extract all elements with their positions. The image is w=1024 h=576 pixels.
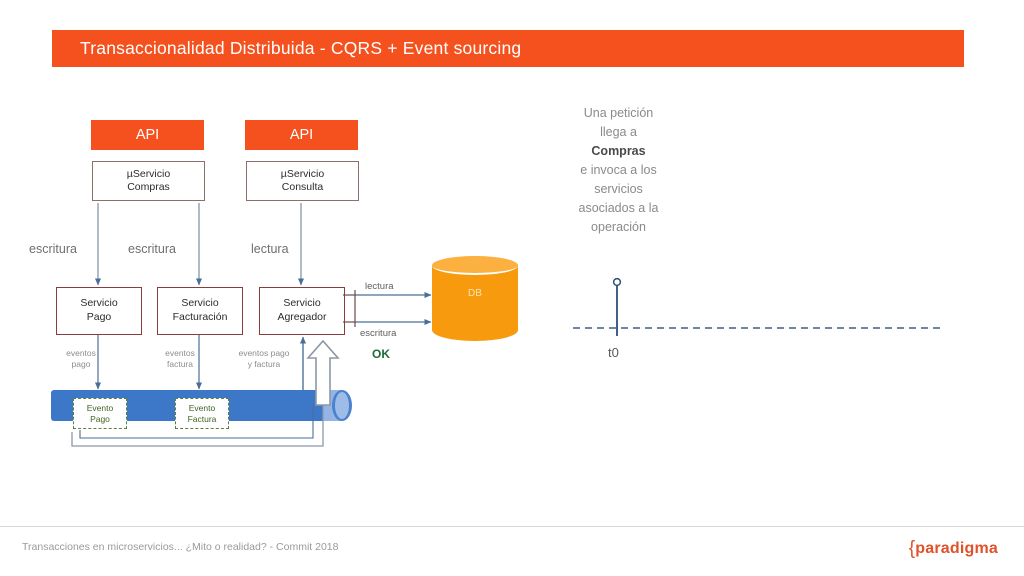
event-label-factura: eventos factura (152, 348, 208, 370)
paradigma-logo: {paradigma (909, 538, 998, 560)
event-label-line2: pago (71, 359, 91, 370)
api-label: API (135, 127, 160, 143)
explanation-line5: asociados a la (578, 201, 659, 215)
service-label-line2: Facturación (172, 311, 228, 323)
microservice-label-line1: µServicio (280, 167, 325, 180)
explanation-line1: Una petición (583, 106, 654, 120)
bus-event-line1: Evento (188, 402, 216, 413)
microservice-label-line2: Consulta (281, 181, 324, 193)
bus-event-line1: Evento (86, 402, 114, 413)
page-title: Transaccionalidad Distribuida - CQRS + E… (80, 38, 522, 58)
api-box-consulta: API (245, 120, 358, 150)
service-label-line1: Servicio (283, 297, 321, 310)
flow-label-lectura-right: lectura (251, 242, 289, 256)
explanation-bold-term: Compras (591, 144, 646, 158)
service-box-facturacion: Servicio Facturación (157, 287, 243, 335)
status-badge-ok: OK (372, 347, 390, 361)
flow-label-escritura-mid: escritura (128, 242, 176, 256)
database-top-ellipse (432, 256, 518, 275)
event-label-line2: factura (167, 359, 193, 370)
event-label-line1: eventos pago (238, 348, 290, 358)
explanation-line3: e invoca a los (580, 163, 657, 177)
database-label: DB (468, 288, 482, 299)
logo-brace-icon: { (908, 538, 916, 559)
explanation-line2: llega a (600, 125, 637, 139)
timeline-marker-label: t0 (608, 345, 619, 360)
explanation-line6: operación (591, 220, 646, 234)
service-label-line1: Servicio (181, 297, 219, 310)
event-bus-cap-inner (335, 392, 349, 419)
logo-wordmark: paradigma (915, 540, 998, 557)
bus-event-line2: Pago (90, 413, 110, 424)
database-cylinder: DB (432, 256, 518, 350)
microservice-label-line2: Compras (127, 181, 170, 193)
microservice-label-line1: µServicio (126, 167, 171, 180)
microservice-box-compras: µServicio Compras (92, 161, 205, 201)
api-box-compras: API (91, 120, 204, 150)
bus-event-factura: Evento Factura (175, 398, 229, 429)
db-write-label: escritura (360, 328, 397, 339)
service-label-line2: Agregador (277, 311, 327, 323)
explanation-text: Una petición llega a Compras e invoca a … (553, 104, 684, 237)
service-box-pago: Servicio Pago (56, 287, 142, 335)
database-body (432, 265, 518, 341)
explanation-line4: servicios (594, 182, 643, 196)
timeline-marker-dot (612, 277, 622, 287)
event-label-line1: eventos (66, 348, 96, 358)
flow-label-escritura-left: escritura (29, 242, 77, 256)
api-label: API (289, 127, 314, 143)
bus-event-pago: Evento Pago (73, 398, 127, 429)
service-label-line2: Pago (86, 311, 112, 323)
event-label-line1: eventos (165, 348, 195, 358)
slide-title-bar: Transaccionalidad Distribuida - CQRS + E… (52, 30, 964, 67)
service-label-line1: Servicio (80, 297, 118, 310)
service-box-agregador: Servicio Agregador (259, 287, 345, 335)
event-label-pago-y-factura: eventos pago y factura (225, 348, 303, 370)
footer-caption: Transacciones en microservicios... ¿Mito… (22, 541, 339, 553)
bus-event-line2: Factura (187, 413, 217, 424)
footer-divider (0, 526, 1024, 527)
microservice-box-consulta: µServicio Consulta (246, 161, 359, 201)
event-label-line2: y factura (247, 359, 281, 370)
db-read-label: lectura (365, 281, 394, 292)
event-label-pago: eventos pago (53, 348, 109, 370)
